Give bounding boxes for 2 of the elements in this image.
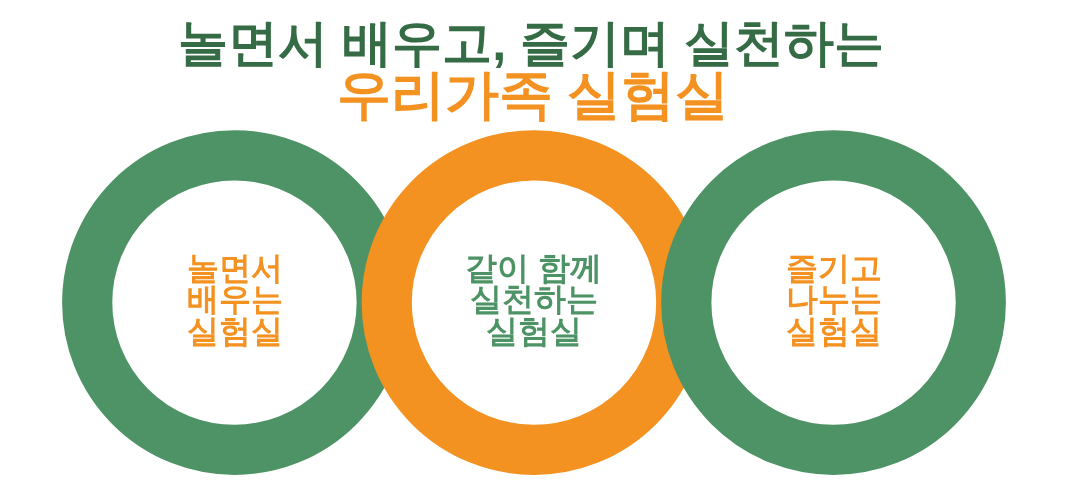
diagram-title: 놀면서 배우고, 즐기며 실천하는 우리가족 실험실 bbox=[178, 14, 885, 124]
node-circle: 즐기고 나누는 실험실 bbox=[661, 130, 1006, 475]
